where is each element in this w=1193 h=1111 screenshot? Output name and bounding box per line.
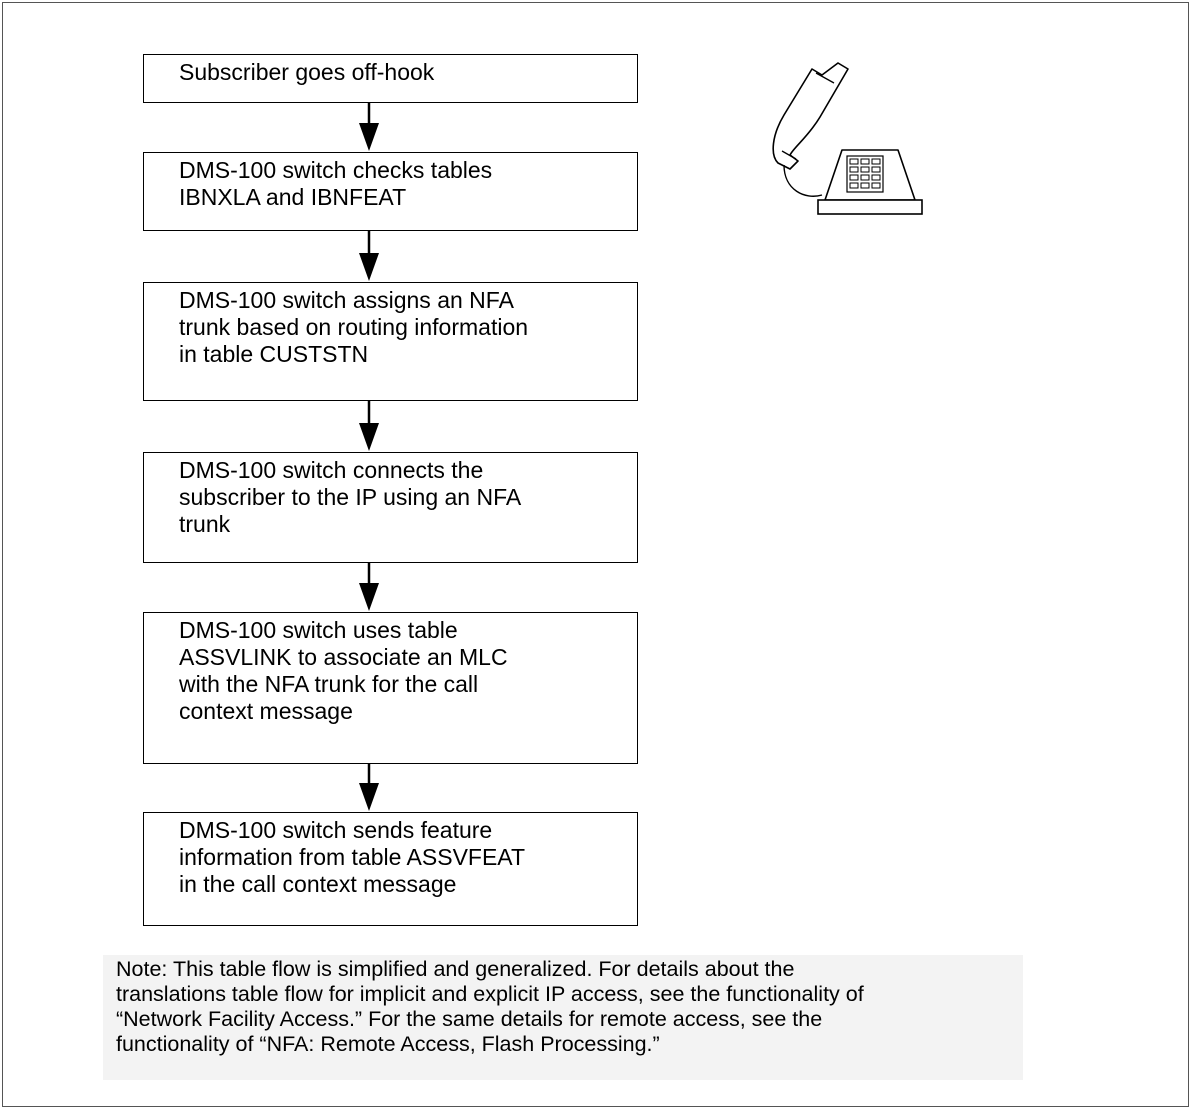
note-body: Note: This table flow is simplified and … [116,957,864,1056]
flow-arrow [359,401,379,451]
flow-arrow [359,231,379,281]
step-label: DMS-100 switch connects the subscriber t… [179,457,522,537]
step-subscriber-off-hook: Subscriber goes off-hook [143,54,638,103]
note-text: Note: This table flow is simplified and … [103,955,1023,1080]
step-label: DMS-100 switch uses table ASSVLINK to as… [179,617,508,724]
step-connect-subscriber: DMS-100 switch connects the subscriber t… [143,452,638,563]
flow-arrow [359,764,379,811]
step-label: DMS-100 switch assigns an NFA trunk base… [179,287,529,367]
step-label: DMS-100 switch checks tables IBNXLA and … [179,157,493,210]
flow-arrow [359,103,379,151]
flow-arrow [359,563,379,611]
step-associate-mlc: DMS-100 switch uses table ASSVLINK to as… [143,612,638,764]
step-assign-nfa-trunk: DMS-100 switch assigns an NFA trunk base… [143,282,638,401]
telephone-icon [772,62,923,215]
step-check-tables: DMS-100 switch checks tables IBNXLA and … [143,152,638,231]
step-label: Subscriber goes off-hook [179,59,435,85]
step-label: DMS-100 switch sends feature information… [179,817,525,897]
step-send-feature-info: DMS-100 switch sends feature information… [143,812,638,926]
